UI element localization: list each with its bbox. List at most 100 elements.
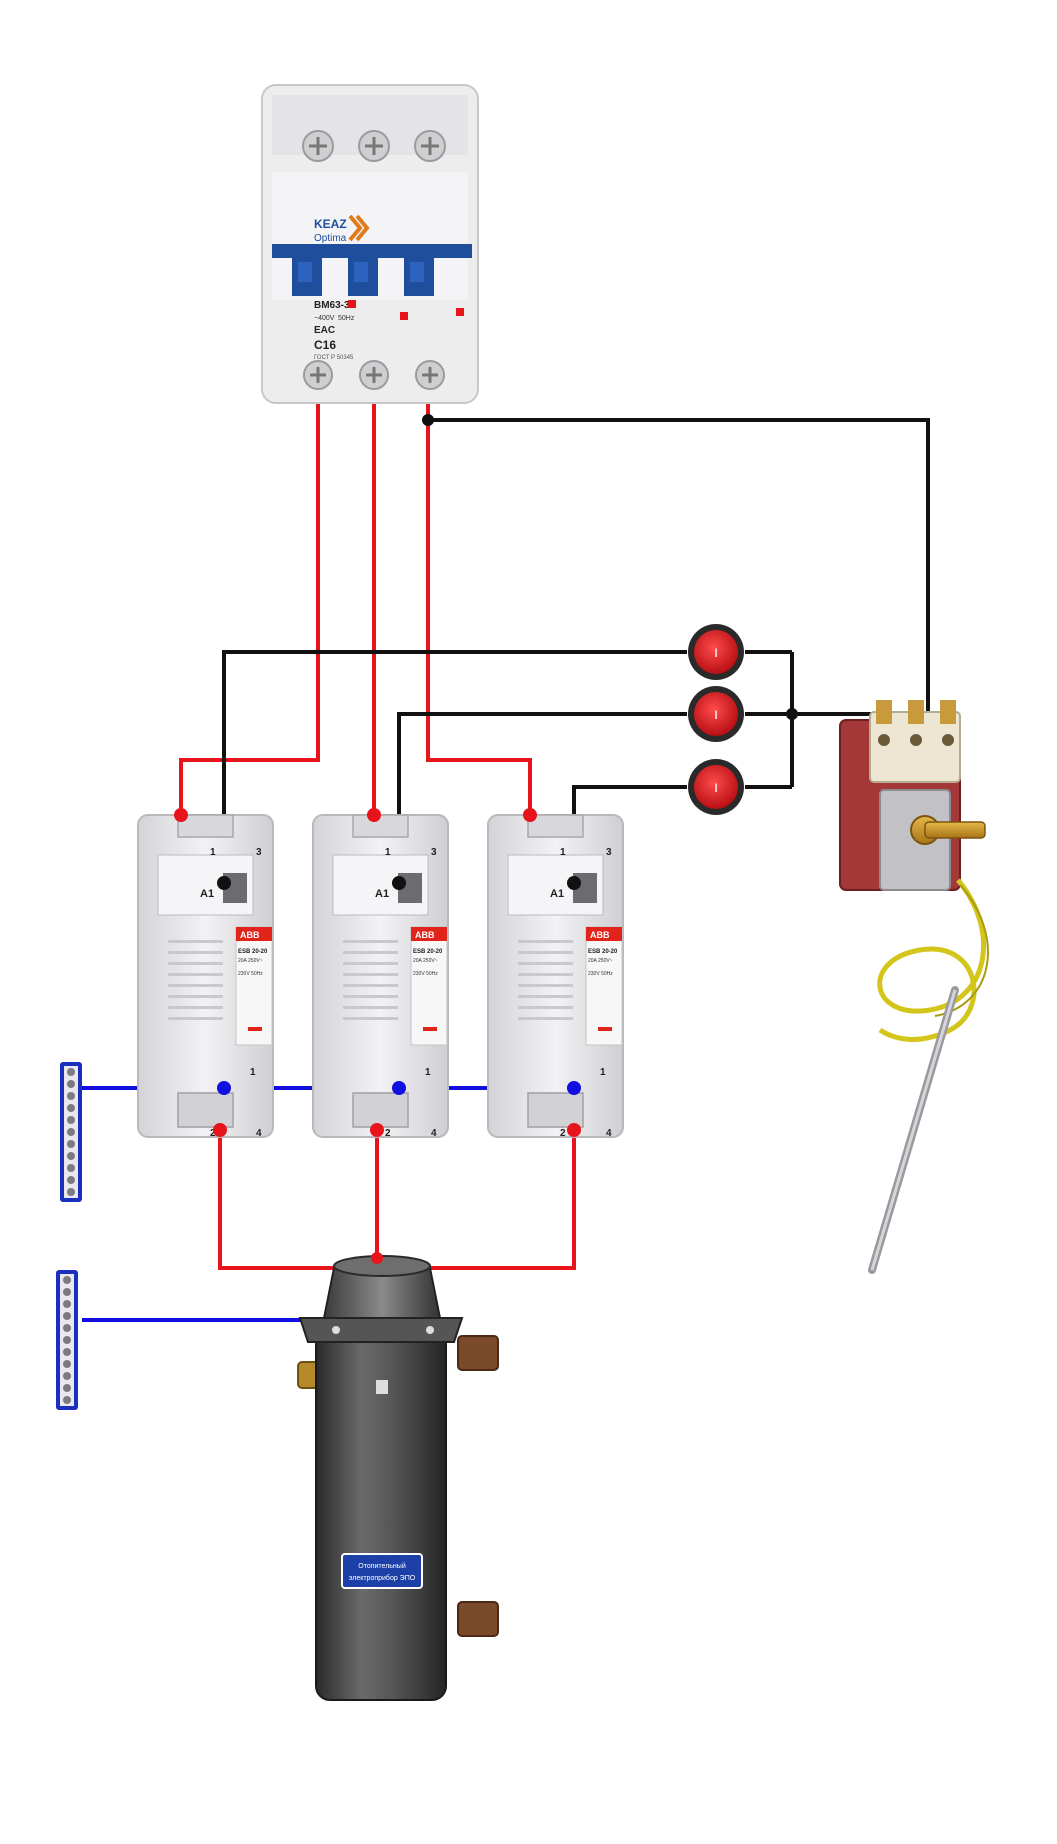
contactor-coil-terminal: A1	[375, 888, 389, 900]
phase-terminal-dot	[367, 808, 381, 822]
breaker-model: BM63-3	[314, 300, 350, 311]
load-wire-3	[430, 1130, 576, 1270]
contactor-rating: 20A 250V~	[588, 958, 613, 964]
breaker-voltage: ~400V	[314, 315, 335, 322]
breaker-series: Optima	[314, 233, 347, 244]
phase-terminal-dot	[370, 1123, 384, 1137]
connection-dots	[174, 808, 581, 1137]
terminal-screw	[67, 1188, 75, 1196]
terminal-screw	[67, 1164, 75, 1172]
terminal-screw	[67, 1176, 75, 1184]
contactor-rating: 20A 250V~	[238, 958, 263, 964]
terminal-screw	[63, 1396, 71, 1404]
neutral-terminal-dot	[217, 1081, 231, 1095]
rocker-switch-icon[interactable]: I	[688, 686, 744, 742]
contactor-coil-terminal: A1	[550, 888, 564, 900]
contactor-terminal-top-left: 1	[385, 847, 391, 858]
terminal-screw	[63, 1288, 71, 1296]
contactor-model: ESB 20-20	[413, 949, 443, 955]
contactor-terminal-bottom-right: 4	[256, 1128, 262, 1139]
rocker-switch-icon[interactable]: I	[688, 759, 744, 815]
breaker-bottom-screws	[303, 360, 445, 390]
contactor-model: ESB 20-20	[238, 949, 268, 955]
breaker-top-screws	[302, 130, 446, 162]
coil-terminal-dot	[567, 876, 581, 890]
heater-plate-line2: электроприбор ЭПО	[349, 1574, 416, 1582]
control-wires	[222, 418, 930, 883]
terminal-screw	[63, 1312, 71, 1320]
breaker-logo: KEAZ Optima	[314, 214, 370, 244]
terminal-screw	[67, 1068, 75, 1076]
contactor-brand: ABB	[590, 930, 610, 940]
capillary-thermostat-icon	[839, 700, 989, 1274]
terminal-screw	[63, 1324, 71, 1332]
terminal-screw	[63, 1360, 71, 1368]
phase-wires	[179, 395, 576, 1270]
junction-dot	[422, 414, 434, 426]
contactor-coil-spec: 230V 50Hz	[238, 971, 263, 977]
electrode-boiler-icon: Отопительный электроприбор ЭПО	[297, 1252, 499, 1701]
contactor-terminal-top-right: 3	[606, 847, 612, 858]
terminal-screw	[63, 1348, 71, 1356]
phase-wire-l1	[179, 395, 320, 815]
contactor-terminal-bottom-label: 1	[600, 1067, 606, 1078]
junction-dot	[786, 708, 798, 720]
circuit-breaker: KEAZ Optima BM63-3 ~400V 50Hz EAC C16 ГО…	[261, 84, 479, 404]
breaker-standard: ГОСТ Р 50345	[314, 355, 354, 361]
rocker-switch-icon[interactable]: I	[688, 624, 744, 680]
breaker-handle-bar	[272, 244, 472, 258]
phase-terminal-dot	[523, 808, 537, 822]
phase-terminal-dot	[213, 1123, 227, 1137]
switch-symbol: I	[714, 781, 717, 795]
phase-wire-l3	[426, 395, 532, 815]
breaker-indicators	[348, 300, 464, 320]
contactor-brand: ABB	[415, 930, 435, 940]
coil-terminal-dot	[392, 876, 406, 890]
switch-symbol: I	[714, 708, 717, 722]
contactor-terminal-bottom-right: 4	[606, 1128, 612, 1139]
terminal-screw	[63, 1372, 71, 1380]
load-wire-1	[218, 1130, 340, 1270]
terminal-screw	[63, 1300, 71, 1308]
control-wire-coil1	[222, 650, 687, 883]
contactor-coil-spec: 230V 50Hz	[588, 971, 613, 977]
breaker-brand: KEAZ	[314, 217, 347, 231]
contactor-terminal-top-left: 1	[210, 847, 216, 858]
terminal-screw	[63, 1336, 71, 1344]
contactor-terminal-bottom-right: 4	[431, 1128, 437, 1139]
breaker-rating: C16	[314, 338, 336, 352]
terminal-screw	[67, 1104, 75, 1112]
contactor-terminal-bottom-label: 1	[250, 1067, 256, 1078]
contactor-terminal-top-right: 3	[256, 847, 262, 858]
terminal-screw	[63, 1276, 71, 1284]
switch-group: I I I	[688, 624, 744, 815]
phase-terminal-dot	[567, 1123, 581, 1137]
terminal-screw	[67, 1152, 75, 1160]
contactor-coil-spec: 230V 50Hz	[413, 971, 438, 977]
phase-terminal-dot	[174, 808, 188, 822]
breaker-mark: EAC	[314, 325, 335, 336]
junction-dots	[422, 414, 798, 720]
contactor-terminal-bottom-left: 2	[560, 1128, 566, 1139]
terminal-screw	[63, 1384, 71, 1392]
contactor-coil-terminal: A1	[200, 888, 214, 900]
contactor-model: ESB 20-20	[588, 949, 618, 955]
contactor-terminal-bottom-left: 2	[210, 1128, 216, 1139]
terminal-screw	[67, 1128, 75, 1136]
breaker-frequency: 50Hz	[338, 315, 355, 322]
neutral-terminal-dot	[392, 1081, 406, 1095]
neutral-terminal-dot	[567, 1081, 581, 1095]
contactor-terminal-bottom-label: 1	[425, 1067, 431, 1078]
contactor-terminal-top-left: 1	[560, 847, 566, 858]
breaker-toggles[interactable]	[292, 256, 434, 296]
neutral-terminal-bar-icon	[60, 1062, 82, 1202]
terminal-screw	[67, 1140, 75, 1148]
terminal-screw	[67, 1116, 75, 1124]
coil-terminal-dot	[217, 876, 231, 890]
contactor-brand: ABB	[240, 930, 260, 940]
